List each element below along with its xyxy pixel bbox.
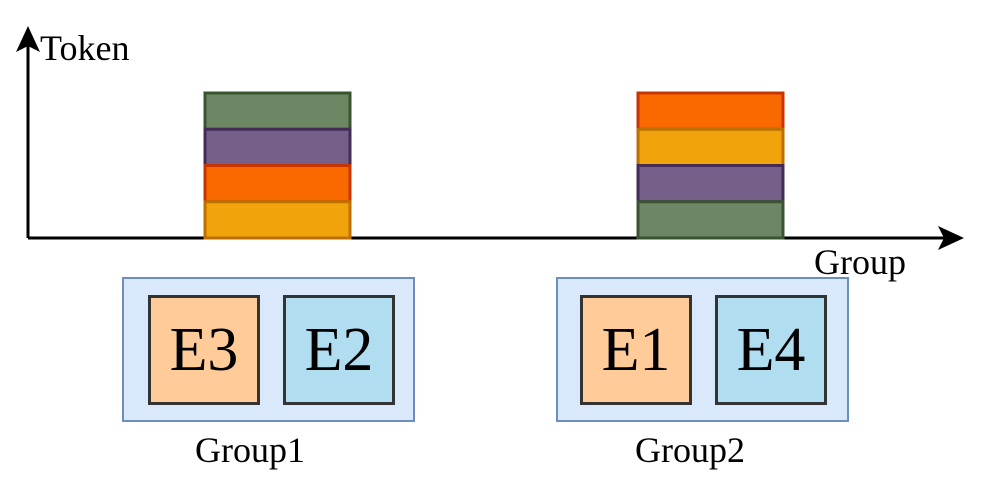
group2-token-stack <box>636 91 785 240</box>
expert-e2-box: E2 <box>283 295 395 405</box>
token-segment-amber <box>636 127 785 167</box>
y-axis-arrowhead <box>16 26 40 52</box>
x-axis-arrowhead <box>938 226 964 250</box>
group2-caption: Group2 <box>635 430 745 470</box>
token-segment-purple <box>203 127 352 167</box>
group1-token-stack <box>203 91 352 240</box>
expert-e4-box: E4 <box>715 295 827 405</box>
token-segment-green <box>636 200 785 240</box>
x-axis-label: Group <box>814 242 906 282</box>
token-segment-green <box>203 91 352 131</box>
expert-e1-box: E1 <box>580 295 692 405</box>
token-segment-amber <box>203 200 352 240</box>
group1-caption: Group1 <box>195 430 305 470</box>
token-segment-purple <box>636 164 785 204</box>
y-axis-label: Token <box>40 28 130 68</box>
expert-e3-box: E3 <box>148 295 260 405</box>
token-segment-orange <box>203 164 352 204</box>
token-segment-orange <box>636 91 785 131</box>
